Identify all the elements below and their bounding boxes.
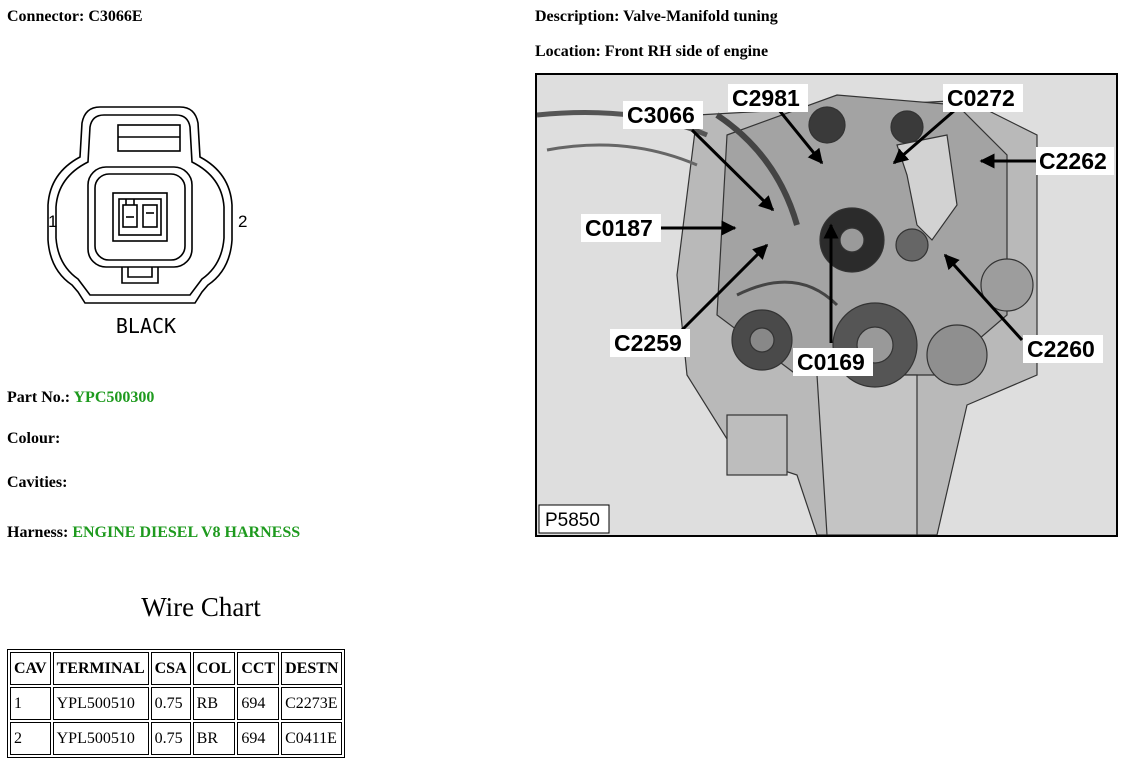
callout-c0187: C0187 bbox=[585, 215, 653, 241]
cavities-label: Cavities: bbox=[7, 474, 68, 491]
connector-color-text: BLACK bbox=[116, 314, 176, 338]
location-label: Location: bbox=[535, 43, 601, 60]
engine-illustration: C3066 C2981 C0272 C2262 C0187 C2259 C016… bbox=[537, 84, 1114, 535]
harness-value: ENGINE DIESEL V8 HARNESS bbox=[72, 524, 301, 541]
part-number-label: Part No.: bbox=[7, 389, 71, 406]
cell-cav: 1 bbox=[10, 687, 51, 720]
harness-label: Harness: bbox=[7, 524, 69, 541]
cell-col: BR bbox=[192, 722, 236, 755]
connector-label: Connector: bbox=[7, 8, 85, 25]
wire-chart-header-row: CAV TERMINAL CSA COL CCT DESTN bbox=[10, 652, 343, 685]
cell-csa: 0.75 bbox=[150, 687, 191, 720]
callout-c2259: C2259 bbox=[614, 330, 682, 356]
header-terminal: TERMINAL bbox=[52, 652, 149, 685]
wire-chart-table: CAV TERMINAL CSA COL CCT DESTN 1 YPL5005… bbox=[7, 649, 346, 758]
cell-col: RB bbox=[192, 687, 236, 720]
cell-destn: C0411E bbox=[281, 722, 343, 755]
header-cav: CAV bbox=[10, 652, 51, 685]
callout-c2262: C2262 bbox=[1039, 148, 1107, 174]
colour-label: Colour: bbox=[7, 430, 61, 447]
callout-c0169: C0169 bbox=[797, 349, 865, 375]
header-csa: CSA bbox=[150, 652, 191, 685]
harness-line: Harness: ENGINE DIESEL V8 HARNESS bbox=[7, 524, 300, 542]
connector-face-diagram: 1 2 BLACK bbox=[47, 106, 247, 338]
header-destn: DESTN bbox=[281, 652, 343, 685]
pin-1-label: 1 bbox=[48, 212, 57, 231]
connector-value: C3066E bbox=[88, 8, 143, 25]
callout-c2260: C2260 bbox=[1027, 336, 1095, 362]
part-number-line: Part No.: YPC500300 bbox=[7, 389, 154, 407]
description-label: Description: bbox=[535, 8, 620, 25]
header-col: COL bbox=[192, 652, 236, 685]
cell-terminal: YPL500510 bbox=[52, 722, 149, 755]
cell-cav: 2 bbox=[10, 722, 51, 755]
pin-2-label: 2 bbox=[238, 212, 247, 231]
wire-chart-title: Wire Chart bbox=[141, 592, 261, 622]
table-row: 1 YPL500510 0.75 RB 694 C2273E bbox=[10, 687, 343, 720]
cell-destn: C2273E bbox=[281, 687, 343, 720]
location-line: Location: Front RH side of engine bbox=[535, 43, 768, 61]
description-line: Description: Valve-Manifold tuning bbox=[535, 8, 778, 26]
callout-c0272: C0272 bbox=[947, 85, 1015, 111]
header-cct: CCT bbox=[237, 652, 280, 685]
colour-line: Colour: bbox=[7, 430, 60, 448]
cell-terminal: YPL500510 bbox=[52, 687, 149, 720]
cell-cct: 694 bbox=[237, 722, 280, 755]
description-value: Valve-Manifold tuning bbox=[623, 8, 778, 25]
engine-location-image: C3066 C2981 C0272 C2262 C0187 C2259 C016… bbox=[535, 73, 1118, 537]
location-value: Front RH side of engine bbox=[604, 43, 769, 60]
cell-cct: 694 bbox=[237, 687, 280, 720]
cell-csa: 0.75 bbox=[150, 722, 191, 755]
callout-c2981: C2981 bbox=[732, 85, 800, 111]
part-number-value: YPC500300 bbox=[73, 389, 155, 406]
table-row: 2 YPL500510 0.75 BR 694 C0411E bbox=[10, 722, 343, 755]
cavities-line: Cavities: bbox=[7, 474, 67, 492]
callout-c3066: C3066 bbox=[627, 102, 695, 128]
connector-line: Connector: C3066E bbox=[7, 8, 143, 26]
photo-id-label: P5850 bbox=[545, 510, 600, 531]
